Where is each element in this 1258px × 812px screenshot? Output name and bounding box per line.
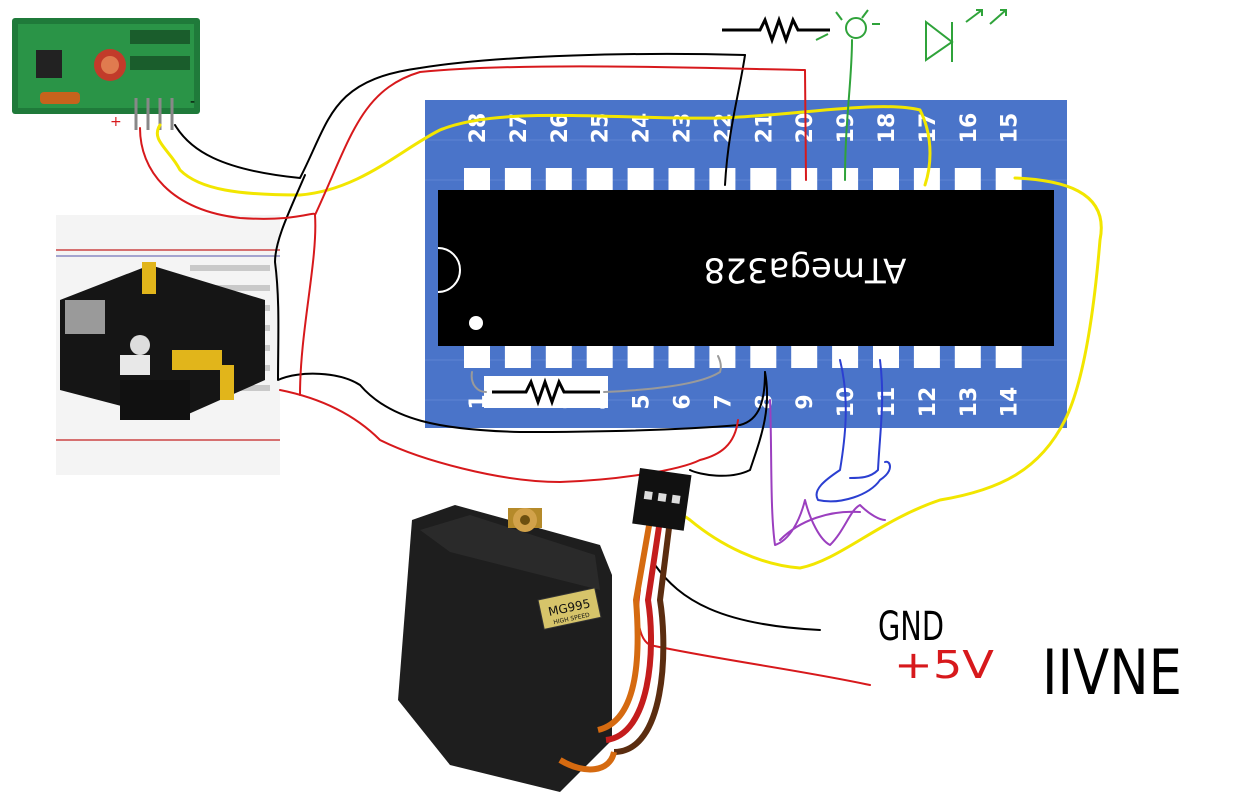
- bottom-pin-pad-2: [504, 346, 531, 368]
- bottom-pin-number: 5: [630, 394, 655, 409]
- top-pin-pad-16: [954, 168, 981, 190]
- wire-black-3: [274, 174, 766, 433]
- bottom-pin-number: 14: [998, 387, 1023, 418]
- pin1-dot: [469, 316, 483, 330]
- top-pin-number: 26: [548, 113, 573, 144]
- top-pin-number: 16: [957, 113, 982, 144]
- bottom-pin-number: 11: [875, 387, 900, 418]
- bottom-pin-pad-14: [995, 346, 1022, 368]
- wire-gray: [470, 355, 722, 393]
- top-pin-pad-22: [709, 168, 736, 190]
- gnd-label: GND: [878, 604, 944, 650]
- servo-connector: [632, 468, 692, 531]
- wire-black-2: [724, 54, 746, 186]
- chip-label: ATmega328: [704, 250, 907, 290]
- top-pin-pad-23: [668, 168, 695, 190]
- servo-motor: MG995 HIGH SPEED: [398, 468, 692, 792]
- wires: [139, 39, 1103, 686]
- top-pin-pad-21: [750, 168, 777, 190]
- top-pin-pad-25: [586, 168, 613, 190]
- bottom-pin-pad-7: [709, 346, 736, 368]
- top-pin-number: 15: [998, 113, 1023, 144]
- chip-notch: [437, 247, 461, 293]
- wire-yellow: [156, 105, 1103, 570]
- bottom-pin-pad-11: [873, 346, 899, 368]
- resistor-bottom: [484, 376, 608, 408]
- top-pin-number: 25: [589, 113, 614, 144]
- wire-green: [844, 39, 853, 181]
- top-pin-pads: [464, 168, 1022, 190]
- top-pin-pad-28: [464, 168, 490, 190]
- wire-red-2: [314, 65, 807, 216]
- bottom-pin-number: 8: [752, 394, 777, 409]
- chip-body: [438, 190, 1054, 346]
- bottom-pin-number: 12: [916, 387, 941, 418]
- bottom-pin-pad-13: [954, 346, 981, 368]
- top-pin-pad-24: [627, 168, 654, 190]
- bottom-pin-pad-9: [791, 346, 818, 368]
- wire-red-4: [637, 589, 871, 686]
- resistor-top: [722, 15, 830, 45]
- top-pin-pad-15: [995, 168, 1022, 190]
- wire-blue: [815, 359, 891, 503]
- top-pin-number: 18: [875, 113, 900, 144]
- bottom-pin-number: 6: [671, 394, 696, 409]
- bottom-pin-number: 7: [711, 394, 736, 409]
- wire-red-3: [279, 389, 739, 483]
- bottom-pin-pad-12: [913, 346, 940, 368]
- rf-receiver-module: + -: [12, 18, 200, 130]
- rf-plus-mark: +: [110, 114, 122, 130]
- bottom-pin-pad-4: [586, 346, 613, 368]
- led-symbol: [925, 9, 1007, 62]
- bottom-pin-pad-5: [627, 346, 654, 368]
- servo-label-sticker: [537, 587, 602, 630]
- wire-purple: [769, 399, 886, 546]
- bottom-pin-pad-3: [545, 346, 572, 368]
- wire-black-1: [174, 52, 746, 179]
- bottom-pin-number: 13: [957, 387, 982, 418]
- top-pin-pad-18: [873, 168, 899, 190]
- wire-red-1: [139, 127, 317, 396]
- bottom-pin-pads: [464, 346, 1022, 368]
- top-pin-number: 21: [752, 113, 777, 144]
- breadboard-power-supply: [56, 215, 280, 475]
- top-pin-pad-20: [791, 168, 818, 190]
- bottom-pin-pad-1: [464, 346, 490, 368]
- plus5v-label: +5V: [894, 643, 994, 687]
- bottom-pin-pad-8: [750, 346, 777, 368]
- top-pin-pad-27: [504, 168, 531, 190]
- top-pin-pad-26: [545, 168, 572, 190]
- bottom-pin-number: 9: [793, 394, 818, 409]
- photoresistor-symbol: [815, 9, 880, 41]
- rf-minus-mark: -: [190, 94, 195, 110]
- bottom-pin-pad-6: [668, 346, 695, 368]
- bottom-pin-numbers: 1234567891011121314: [466, 387, 1023, 418]
- bottom-pin-pad-10: [832, 346, 859, 368]
- note-label: IIVNE: [1042, 636, 1182, 709]
